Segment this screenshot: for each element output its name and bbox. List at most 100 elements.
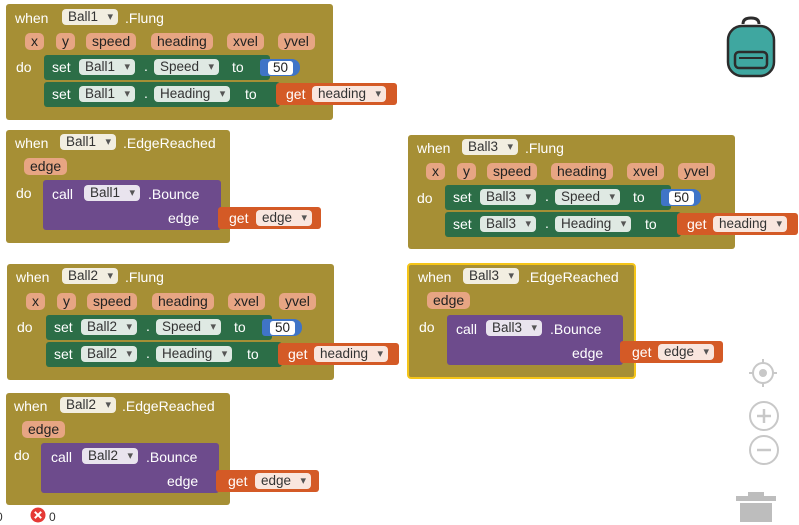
set-speed-block[interactable]: set Ball3 . Speed to	[445, 185, 671, 210]
dot-label: .	[146, 345, 150, 361]
number-block[interactable]: 50	[260, 59, 300, 76]
component-dropdown[interactable]: Ball1	[84, 185, 141, 201]
set-speed-block[interactable]: set Ball2 . Speed to	[46, 315, 272, 340]
call-bounce-block[interactable]: call Ball2 .Bounce edge	[41, 443, 219, 493]
to-label: to	[633, 189, 645, 205]
set-heading-block[interactable]: set Ball3 . Heading to	[445, 212, 681, 237]
param-speed[interactable]: speed	[86, 33, 137, 50]
number-value[interactable]: 50	[669, 191, 695, 205]
get-block[interactable]: get heading	[677, 213, 798, 235]
component-dropdown[interactable]: Ball2	[82, 448, 139, 464]
param-xvel[interactable]: xvel	[627, 163, 664, 180]
param-edge[interactable]: edge	[24, 158, 68, 175]
component-dropdown[interactable]: Ball2	[81, 319, 138, 335]
param-heading[interactable]: heading	[152, 293, 214, 310]
component-dropdown[interactable]: Ball1	[79, 86, 136, 102]
param-y[interactable]: y	[56, 33, 75, 50]
param-speed[interactable]: speed	[487, 163, 538, 180]
get-label: get	[286, 86, 306, 102]
param-yvel[interactable]: yvel	[678, 163, 715, 180]
call-bounce-block[interactable]: call Ball1 .Bounce edge	[43, 180, 221, 230]
get-label: get	[229, 210, 249, 226]
param-yvel[interactable]: yvel	[278, 33, 315, 50]
component-dropdown[interactable]: Ball3	[480, 216, 537, 232]
do-label: do	[16, 185, 32, 201]
property-dropdown[interactable]: Speed	[555, 189, 621, 205]
component-dropdown[interactable]: Ball1	[62, 9, 119, 25]
dot-label: .	[144, 85, 148, 101]
warning-count: 0	[0, 509, 3, 525]
set-label: set	[52, 59, 71, 75]
to-label: to	[234, 319, 246, 335]
set-label: set	[52, 86, 71, 102]
param-xvel[interactable]: xvel	[228, 293, 265, 310]
dot-label: .	[146, 318, 150, 334]
property-dropdown[interactable]: Heading	[555, 216, 632, 232]
set-label: set	[54, 346, 73, 362]
param-heading[interactable]: heading	[551, 163, 613, 180]
param-heading[interactable]: heading	[151, 33, 213, 50]
when-label: when	[16, 269, 50, 285]
backpack-icon[interactable]	[724, 16, 778, 78]
set-speed-block[interactable]: set Ball1 . Speed to	[44, 55, 270, 80]
number-block[interactable]: 50	[262, 319, 302, 336]
component-dropdown[interactable]: Ball1	[79, 59, 136, 75]
when-label: when	[15, 10, 49, 26]
variable-dropdown[interactable]: edge	[255, 473, 312, 489]
when-label: when	[15, 135, 49, 151]
param-x[interactable]: x	[26, 293, 45, 310]
arg-label: edge	[168, 210, 200, 226]
call-bounce-block[interactable]: call Ball3 .Bounce edge	[447, 315, 623, 365]
component-dropdown[interactable]: Ball2	[81, 346, 138, 362]
error-icon[interactable]	[30, 507, 46, 523]
property-dropdown[interactable]: Heading	[156, 346, 233, 362]
get-block[interactable]: get edge	[620, 341, 723, 363]
when-label: when	[14, 398, 48, 414]
component-dropdown[interactable]: Ball3	[462, 139, 519, 155]
variable-dropdown[interactable]: heading	[713, 216, 788, 232]
component-dropdown[interactable]: Ball2	[62, 268, 119, 284]
property-dropdown[interactable]: Heading	[154, 86, 231, 102]
component-dropdown[interactable]: Ball2	[60, 397, 117, 413]
get-label: get	[288, 346, 308, 362]
set-heading-block[interactable]: set Ball2 . Heading to	[46, 342, 282, 367]
zoom-out-icon[interactable]	[748, 434, 780, 466]
property-dropdown[interactable]: Speed	[156, 319, 222, 335]
component-dropdown[interactable]: Ball3	[463, 268, 520, 284]
property-dropdown[interactable]: Speed	[154, 59, 220, 75]
param-xvel[interactable]: xvel	[227, 33, 264, 50]
when-label: when	[418, 269, 452, 285]
to-label: to	[232, 59, 244, 75]
get-block[interactable]: get heading	[278, 343, 399, 365]
variable-dropdown[interactable]: heading	[314, 346, 389, 362]
get-block[interactable]: get edge	[218, 207, 321, 229]
variable-dropdown[interactable]: edge	[658, 344, 715, 360]
number-block[interactable]: 50	[661, 189, 701, 206]
param-x[interactable]: x	[25, 33, 44, 50]
param-x[interactable]: x	[426, 163, 445, 180]
variable-dropdown[interactable]: edge	[256, 210, 313, 226]
component-dropdown[interactable]: Ball1	[60, 134, 117, 150]
param-edge[interactable]: edge	[22, 421, 66, 438]
number-value[interactable]: 50	[268, 61, 294, 75]
param-speed[interactable]: speed	[87, 293, 138, 310]
param-edge[interactable]: edge	[427, 292, 471, 309]
event-name: .Flung	[525, 140, 564, 156]
component-dropdown[interactable]: Ball3	[486, 320, 543, 336]
get-block[interactable]: get edge	[216, 470, 319, 492]
set-heading-block[interactable]: set Ball1 . Heading to	[44, 82, 280, 107]
trash-icon[interactable]	[734, 492, 778, 522]
param-yvel[interactable]: yvel	[279, 293, 316, 310]
param-y[interactable]: y	[57, 293, 76, 310]
do-label: do	[419, 319, 435, 335]
method-name: .Bounce	[550, 321, 602, 337]
variable-dropdown[interactable]: heading	[312, 86, 387, 102]
error-count: 0	[49, 510, 56, 524]
get-block[interactable]: get heading	[276, 83, 397, 105]
zoom-in-icon[interactable]	[748, 400, 780, 432]
param-y[interactable]: y	[457, 163, 476, 180]
when-label: when	[417, 140, 451, 156]
recenter-icon[interactable]	[747, 357, 779, 389]
number-value[interactable]: 50	[270, 321, 296, 335]
component-dropdown[interactable]: Ball3	[480, 189, 537, 205]
